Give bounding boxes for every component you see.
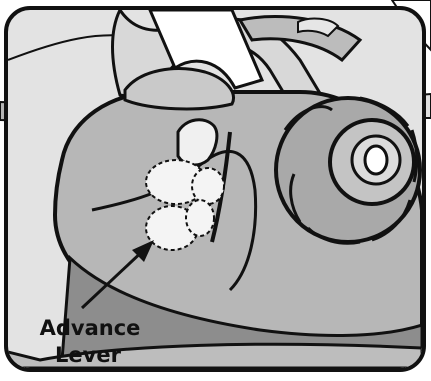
- release-tab: [178, 120, 217, 165]
- callout-label-advance: Advance: [40, 316, 141, 340]
- callout-label-lever: Lever: [55, 343, 122, 367]
- adjustment-knob: [276, 98, 420, 243]
- advance-lever-upper-right: [192, 168, 224, 204]
- advance-lever-lower-right: [186, 200, 214, 236]
